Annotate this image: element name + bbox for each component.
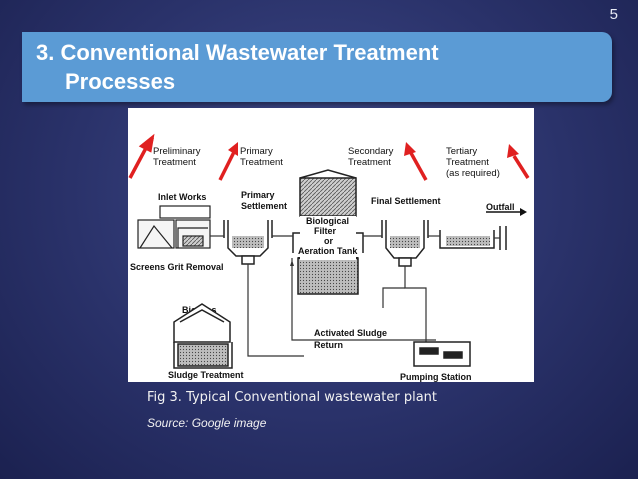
figure-caption: Fig 3. Typical Conventional wastewater p…: [147, 390, 438, 405]
label-tertiary-1: Tertiary: [446, 146, 477, 157]
inlet-works-unit: [137, 205, 211, 249]
label-biological-2: Filter: [314, 226, 337, 236]
label-screens-grit: Screens Grit Removal: [130, 262, 224, 272]
return-arrow-head: [290, 260, 294, 266]
label-primary-1: Primary: [240, 146, 273, 157]
slide-number: 5: [609, 6, 618, 23]
label-tertiary-3: (as required): [446, 168, 500, 179]
label-secondary-1: Secondary: [348, 146, 394, 157]
label-primary-settlement-2: Settlement: [241, 201, 287, 211]
final-settlement-tank: [381, 220, 429, 267]
biological-label-bg: [300, 216, 356, 260]
sludge-digester: [173, 303, 233, 369]
label-final-settlement: Final Settlement: [371, 196, 441, 206]
label-preliminary-1: Preliminary: [153, 146, 201, 157]
arrow-tertiary: [507, 144, 530, 179]
label-secondary-2: Treatment: [348, 157, 391, 168]
label-biological-3: or: [324, 236, 333, 246]
arrow-primary: [218, 142, 238, 181]
label-inlet-works: Inlet Works: [158, 192, 206, 202]
label-biological-1: Biological: [306, 216, 349, 226]
outfall-arrow-head: [520, 208, 527, 216]
title-line-1: 3. Conventional Wastewater Treatment: [36, 40, 439, 65]
label-primary-settlement-1: Primary: [241, 190, 275, 200]
figure-source: Source: Google image: [147, 416, 267, 430]
label-pumping-station: Pumping Station: [400, 372, 472, 382]
treatment-diagram-svg: Preliminary Treatment Primary Treatment …: [128, 133, 530, 382]
primary-settlement-tank: [223, 220, 273, 265]
label-activated-sludge-1: Activated Sludge: [314, 328, 387, 338]
label-biological-4: Aeration Tank: [298, 246, 358, 256]
arrow-secondary: [404, 142, 428, 181]
pumping-station-unit: [413, 341, 471, 367]
label-activated-sludge-2: Return: [314, 340, 343, 350]
label-sludge-treatment: Sludge Treatment: [168, 370, 244, 380]
label-tertiary-2: Treatment: [446, 157, 489, 168]
treatment-diagram: Preliminary Treatment Primary Treatment …: [128, 108, 534, 382]
title-line-2: Processes: [65, 69, 176, 94]
slide-title: 3. Conventional Wastewater Treatment Pro…: [36, 38, 606, 96]
label-outfall: Outfall: [486, 202, 515, 212]
stage-arrows: [128, 133, 530, 181]
title-bar: 3. Conventional Wastewater Treatment Pro…: [22, 32, 612, 102]
label-preliminary-2: Treatment: [153, 157, 196, 168]
arrow-preliminary: [128, 133, 155, 179]
label-primary-2: Treatment: [240, 157, 283, 168]
